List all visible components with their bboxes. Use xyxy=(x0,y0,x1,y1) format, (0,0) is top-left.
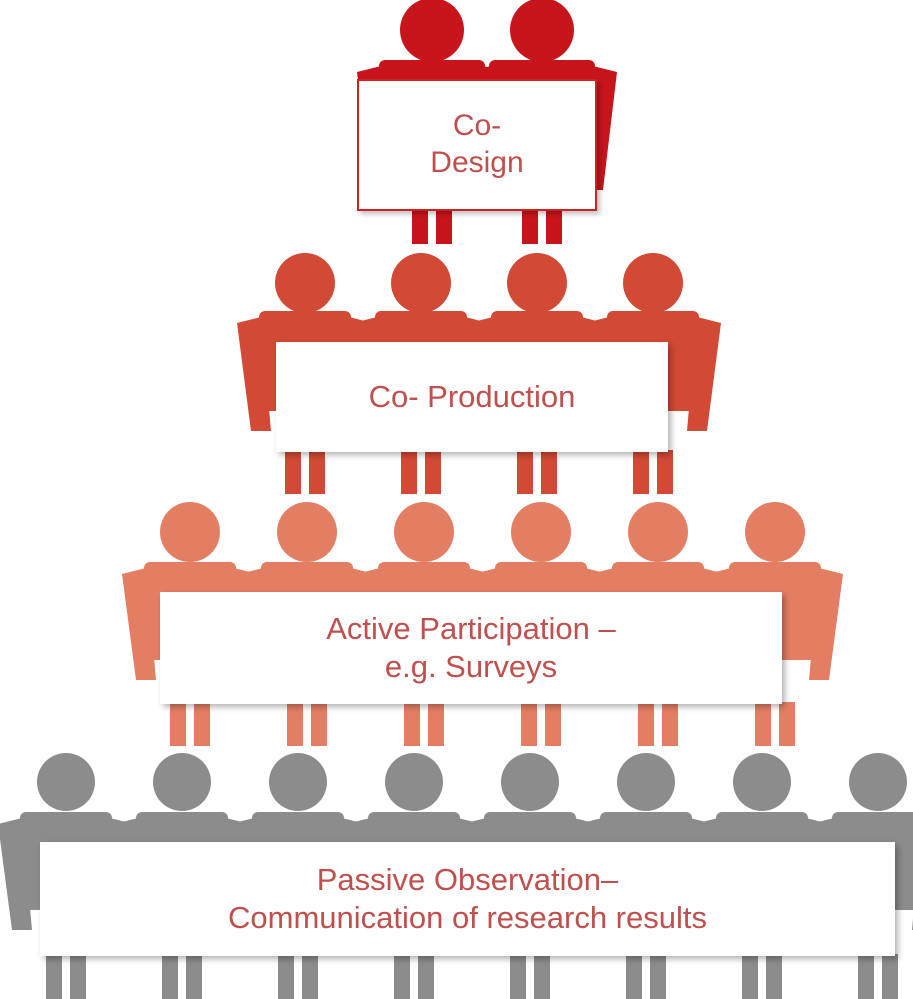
person-head xyxy=(394,502,454,562)
person-head xyxy=(400,0,464,62)
person-left-leg xyxy=(170,702,186,746)
person-right-leg xyxy=(541,450,557,494)
person-head xyxy=(507,253,567,313)
person-left-leg xyxy=(626,954,642,999)
person-left-leg xyxy=(522,208,538,244)
person-left-leg xyxy=(858,954,874,999)
person-head xyxy=(623,253,683,313)
person-left-leg xyxy=(412,208,428,244)
person-right-leg xyxy=(194,702,210,746)
person-right-leg xyxy=(70,954,86,999)
person-head xyxy=(628,502,688,562)
person-head xyxy=(849,753,907,811)
person-head xyxy=(501,753,559,811)
tier-label-line: Co- Production xyxy=(368,379,576,415)
tier-label-line: Co- xyxy=(452,109,502,143)
person-head xyxy=(269,753,327,811)
person-right-leg xyxy=(545,702,561,746)
tier-label-line: Design xyxy=(430,146,524,179)
person-right-leg xyxy=(436,208,452,244)
person-left-leg xyxy=(633,450,649,494)
person-left-leg xyxy=(510,954,526,999)
person-right-leg xyxy=(662,702,678,746)
person-right-leg xyxy=(779,702,795,746)
person-head xyxy=(391,253,451,313)
tier-label-line: Passive Observation– xyxy=(316,862,619,898)
person-right-leg xyxy=(650,954,666,999)
person-head xyxy=(510,0,574,62)
person-right-leg xyxy=(657,450,673,494)
person-right-leg xyxy=(302,954,318,999)
person-right-leg xyxy=(766,954,782,999)
person-right-leg xyxy=(311,702,327,746)
person-right-leg xyxy=(186,954,202,999)
person-right-leg xyxy=(425,450,441,494)
person-head xyxy=(160,502,220,562)
person-right-leg xyxy=(546,208,562,244)
person-right-leg xyxy=(534,954,550,999)
person-head xyxy=(385,753,443,811)
tier-label-passive-observation: Passive Observation– Communication of re… xyxy=(40,842,895,956)
tier-label-co-design: Co- Design xyxy=(357,79,597,211)
person-left-leg xyxy=(278,954,294,999)
person-right-leg xyxy=(428,702,444,746)
person-head xyxy=(37,753,95,811)
tier-label-line: Active Participation – xyxy=(326,611,616,647)
person-head xyxy=(511,502,571,562)
person-left-leg xyxy=(285,450,301,494)
person-right-leg xyxy=(882,954,898,999)
person-left-leg xyxy=(287,702,303,746)
person-left-leg xyxy=(521,702,537,746)
person-head xyxy=(733,753,791,811)
person-left-leg xyxy=(394,954,410,999)
person-left-leg xyxy=(517,450,533,494)
person-left-leg xyxy=(162,954,178,999)
person-left-leg xyxy=(404,702,420,746)
person-left-leg xyxy=(401,450,417,494)
person-left-leg xyxy=(638,702,654,746)
person-head xyxy=(275,253,335,313)
tier-label-line: Communication of research results xyxy=(228,900,707,935)
person-right-leg xyxy=(418,954,434,999)
tier-label-co-production: Co- Production xyxy=(276,342,668,452)
person-left-leg xyxy=(755,702,771,746)
person-head xyxy=(617,753,675,811)
person-head xyxy=(153,753,211,811)
person-left-leg xyxy=(46,954,62,999)
tier-label-active-participation: Active Participation – e.g. Surveys xyxy=(160,592,782,704)
person-right-leg xyxy=(309,450,325,494)
person-head xyxy=(277,502,337,562)
person-head xyxy=(745,502,805,562)
person-left-leg xyxy=(742,954,758,999)
tier-label-line: e.g. Surveys xyxy=(384,649,558,684)
